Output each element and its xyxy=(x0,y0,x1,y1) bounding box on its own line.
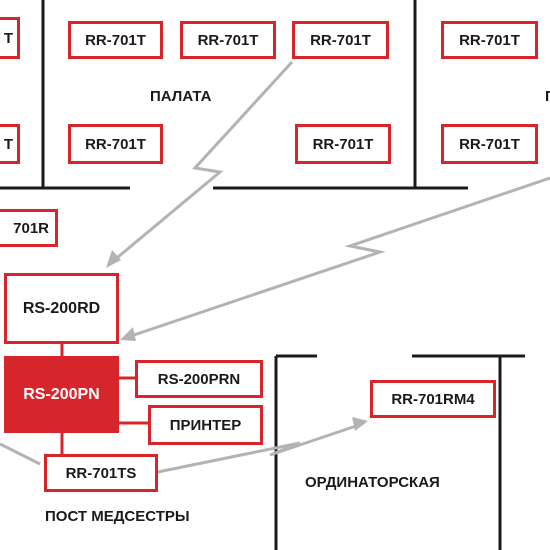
device-label: RR-701T xyxy=(312,135,374,153)
device-rr701t: RR-701T xyxy=(68,124,163,164)
device-label: RR-701T xyxy=(85,135,146,153)
device-label: ПРИНТЕР xyxy=(169,416,242,434)
device-rs200pn: RS-200PN xyxy=(4,356,119,433)
device-label: RS-200PN xyxy=(23,385,100,403)
device-rr701r: 701R xyxy=(0,209,58,247)
device-rr701t-partial: T xyxy=(0,124,20,164)
device-label: T xyxy=(3,29,13,47)
device-rs200rd: RS-200RD xyxy=(4,273,119,344)
device-label: RR-701T xyxy=(459,31,520,49)
room-label-doctors-room: ОРДИНАТОРСКАЯ xyxy=(305,474,440,491)
room-label-ward-partial: П xyxy=(545,88,550,105)
radio-links xyxy=(0,60,550,476)
device-rr701rm4: RR-701RM4 xyxy=(370,380,496,418)
arrowhead xyxy=(120,327,136,341)
device-label: T xyxy=(3,135,13,153)
device-rr701t-partial: T xyxy=(0,17,20,59)
arrowhead xyxy=(352,417,368,431)
device-label: RR-701T xyxy=(197,31,259,49)
device-label: RR-701T xyxy=(459,135,520,153)
radio-link xyxy=(127,176,550,339)
device-rr701t: RR-701T xyxy=(292,21,389,59)
device-label: RR-701TS xyxy=(65,464,137,482)
device-rr701t: RR-701T xyxy=(295,124,391,164)
radio-link xyxy=(111,60,294,264)
device-rr701ts: RR-701TS xyxy=(44,454,158,492)
device-label: RS-200PRN xyxy=(157,370,241,388)
radio-link xyxy=(147,422,363,476)
arrowhead xyxy=(106,250,121,268)
device-label: RS-200RD xyxy=(22,299,101,317)
radio-link xyxy=(0,442,41,466)
device-rr701t: RR-701T xyxy=(441,21,538,59)
device-rr701t: RR-701T xyxy=(180,21,276,59)
device-label: RR-701T xyxy=(85,31,146,49)
device-label: 701R xyxy=(13,219,49,237)
device-rr701t: RR-701T xyxy=(441,124,538,164)
device-printer: ПРИНТЕР xyxy=(148,405,263,445)
room-label-nurse-station: ПОСТ МЕДСЕСТРЫ xyxy=(45,508,190,525)
device-label: RR-701RM4 xyxy=(391,390,475,408)
room-label-ward: ПАЛАТА xyxy=(150,88,212,105)
device-rr701t: RR-701T xyxy=(68,21,163,59)
device-rs200prn: RS-200PRN xyxy=(135,360,263,398)
arrowheads xyxy=(106,250,368,431)
device-label: RR-701T xyxy=(310,31,371,49)
